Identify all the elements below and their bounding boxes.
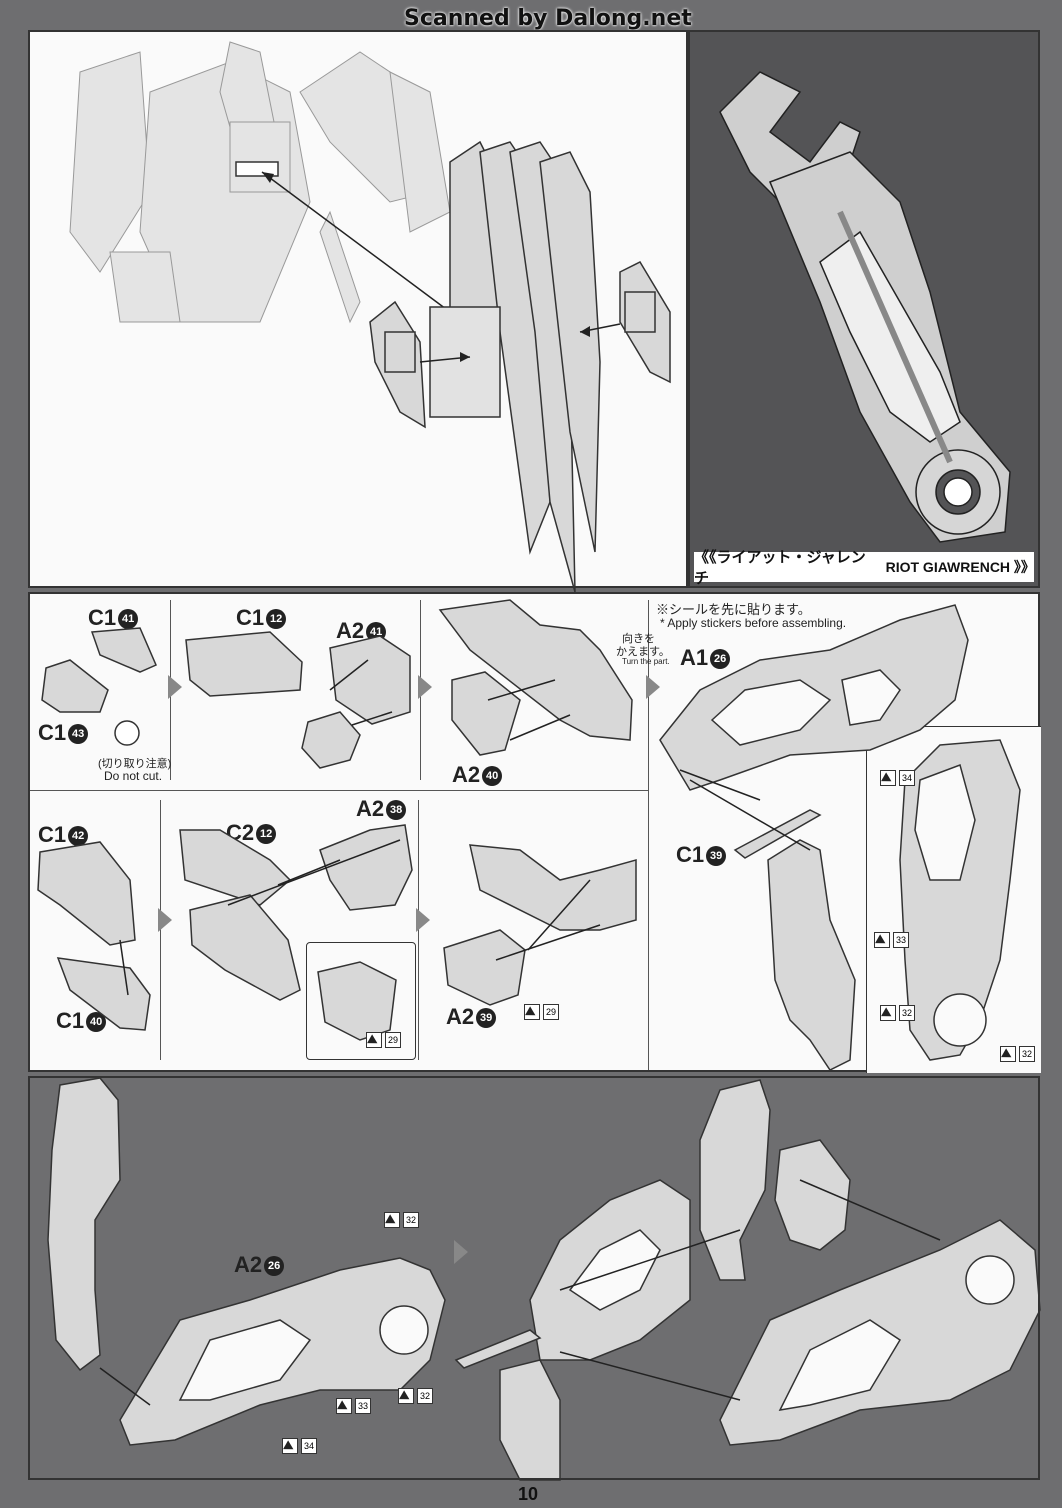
turn-note-en: Turn the part. [622, 657, 670, 666]
mount-point [235, 161, 279, 177]
divider [30, 790, 648, 791]
next-step-arrow [454, 1240, 468, 1264]
binder-unit [429, 140, 601, 593]
turn-note-jp2: かえます。 [616, 646, 670, 658]
sticker-32: 32 [384, 1212, 419, 1228]
sticker-29: 29 [366, 1032, 401, 1048]
sticker-note-en: * Apply stickers before assembling. [660, 616, 847, 630]
next-step-arrow [416, 908, 430, 932]
item-title-bar: 《《ライアット・ジャレンチ RIOT GIAWRENCH 》》 [694, 548, 1035, 587]
next-step-arrow [168, 675, 182, 699]
divider [648, 600, 649, 1070]
right-clip-part [619, 261, 671, 384]
sticker-32: 32 [880, 1005, 915, 1021]
do-not-cut-jp: (切り取り注意) [98, 758, 172, 770]
bottom-assembly-panel [28, 1076, 1040, 1480]
sticker-34: 34 [282, 1438, 317, 1454]
page-number: 10 [518, 1484, 539, 1504]
next-step-arrow [418, 675, 432, 699]
riot-giawrench-panel: 《《ライアット・ジャレンチ RIOT GIAWRENCH 》》 [688, 30, 1040, 588]
sticker-34: 34 [880, 770, 915, 786]
scan-credit: Scanned by Dalong.net [404, 6, 692, 31]
top-assembly-panel [28, 30, 688, 593]
next-step-arrow [158, 908, 172, 932]
sticker-32: 32 [1000, 1046, 1035, 1062]
item-title-en: RIOT GIAWRENCH 》》 [885, 559, 1035, 575]
giawrench-illustration [719, 71, 1011, 543]
robot-attach-illustration [69, 41, 671, 593]
sticker-33: 33 [874, 932, 909, 948]
sticker-note-jp: ※シールを先に貼ります。 [656, 602, 811, 617]
sticker-29: 29 [524, 1004, 559, 1020]
item-title-jp: 《《ライアット・ジャレンチ [694, 548, 866, 587]
turn-note-jp1: 向きを [622, 633, 655, 645]
next-step-arrow [646, 675, 660, 699]
left-clip-part [369, 300, 426, 429]
do-not-cut-en: Do not cut. [104, 769, 163, 783]
sticker-33: 33 [336, 1398, 371, 1414]
sticker-32: 32 [398, 1388, 433, 1404]
